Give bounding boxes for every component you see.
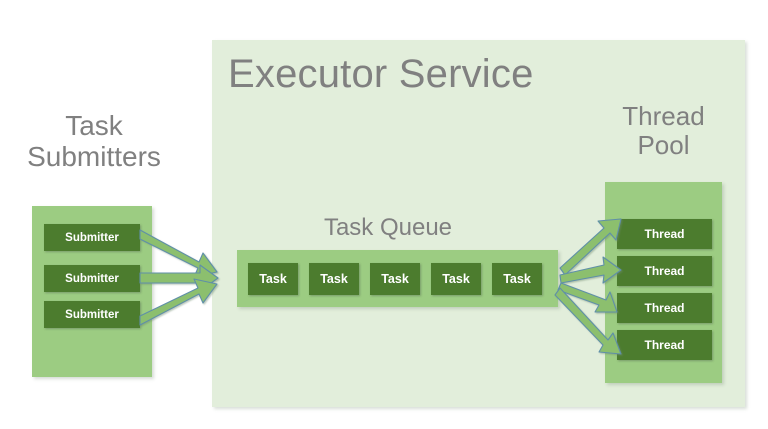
task-label-3: Task <box>381 272 409 286</box>
task-box-2[interactable]: Task <box>309 263 359 295</box>
task-submitters-caption-line1: Task <box>65 110 123 141</box>
task-submitters-caption: Task Submitters <box>4 110 184 173</box>
thread-box-2[interactable]: Thread <box>617 256 712 286</box>
thread-box-4[interactable]: Thread <box>617 330 712 360</box>
thread-pool-caption: Thread Pool <box>596 101 731 161</box>
submitter-label-2: Submitter <box>65 272 119 285</box>
task-box-3[interactable]: Task <box>370 263 420 295</box>
thread-label-1: Thread <box>644 227 685 241</box>
task-box-5[interactable]: Task <box>492 263 542 295</box>
thread-label-4: Thread <box>644 338 685 352</box>
task-label-1: Task <box>259 272 287 286</box>
task-submitters-caption-line2: Submitters <box>27 141 161 173</box>
thread-label-2: Thread <box>644 264 685 278</box>
thread-label-3: Thread <box>644 301 685 315</box>
submitter-box-3[interactable]: Submitter <box>44 301 140 328</box>
task-label-2: Task <box>320 272 348 286</box>
task-queue-caption: Task Queue <box>323 214 453 241</box>
executor-service-title: Executor Service <box>228 52 534 96</box>
thread-pool-caption-line1: Thread <box>622 101 705 131</box>
thread-box-1[interactable]: Thread <box>617 219 712 249</box>
submitter-label-3: Submitter <box>65 308 119 321</box>
task-box-1[interactable]: Task <box>248 263 298 295</box>
submitter-box-1[interactable]: Submitter <box>44 224 140 251</box>
thread-pool-caption-line2: Pool <box>637 130 690 161</box>
task-label-5: Task <box>503 272 531 286</box>
thread-box-3[interactable]: Thread <box>617 293 712 323</box>
task-box-4[interactable]: Task <box>431 263 481 295</box>
submitter-label-1: Submitter <box>65 231 119 244</box>
task-label-4: Task <box>442 272 470 286</box>
submitter-box-2[interactable]: Submitter <box>44 265 140 292</box>
